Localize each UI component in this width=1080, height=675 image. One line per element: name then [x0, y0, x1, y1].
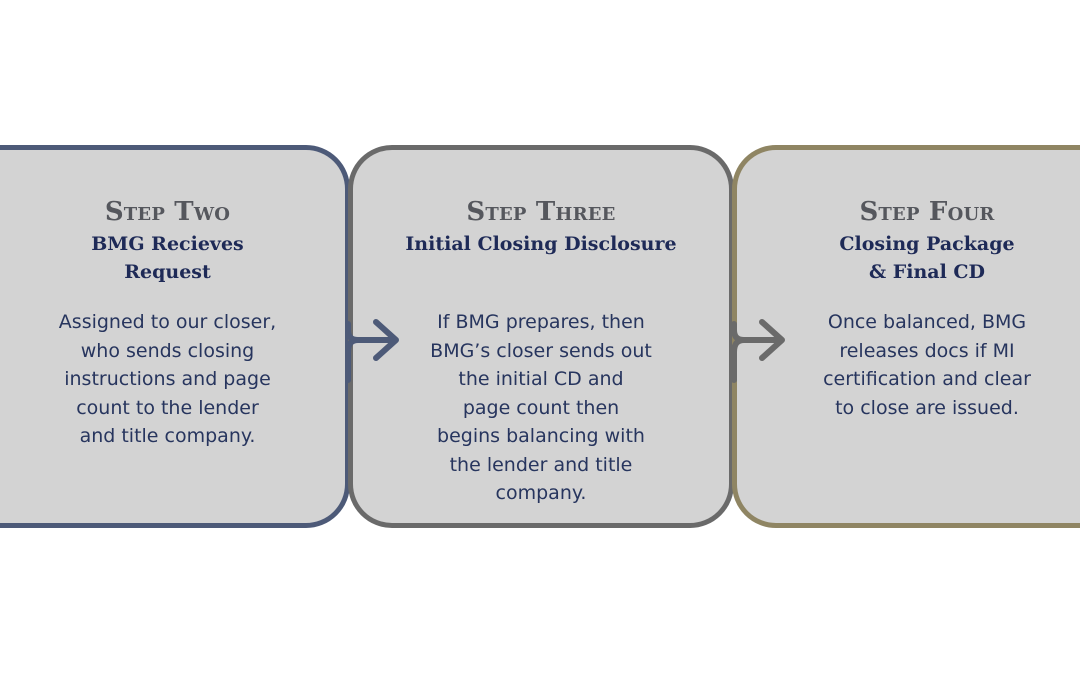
step-two-title: Step Two — [104, 197, 231, 227]
connector-arrow-icon — [345, 319, 399, 383]
step-three-title: Step Three — [466, 197, 616, 227]
step-three-subtitle: Initial Closing Disclosure — [405, 233, 677, 255]
step-two-subtitle: BMG Recieves Request — [91, 233, 244, 283]
connector-arrow-icon — [731, 319, 785, 383]
step-four-subtitle: Closing Package & Final CD — [839, 233, 1015, 283]
step-two-card: Step Two BMG Recieves Request Assigned t… — [0, 145, 350, 528]
step-two-description: Assigned to our closer, who sends closin… — [58, 311, 277, 447]
step-four-card: Step Four Closing Package & Final CD Onc… — [732, 145, 1080, 528]
step-three-description: If BMG prepares, then BMG’s closer sends… — [430, 311, 652, 504]
step-four-title: Step Four — [859, 197, 995, 227]
step-four-description: Once balanced, BMG releases docs if MI c… — [823, 311, 1031, 419]
